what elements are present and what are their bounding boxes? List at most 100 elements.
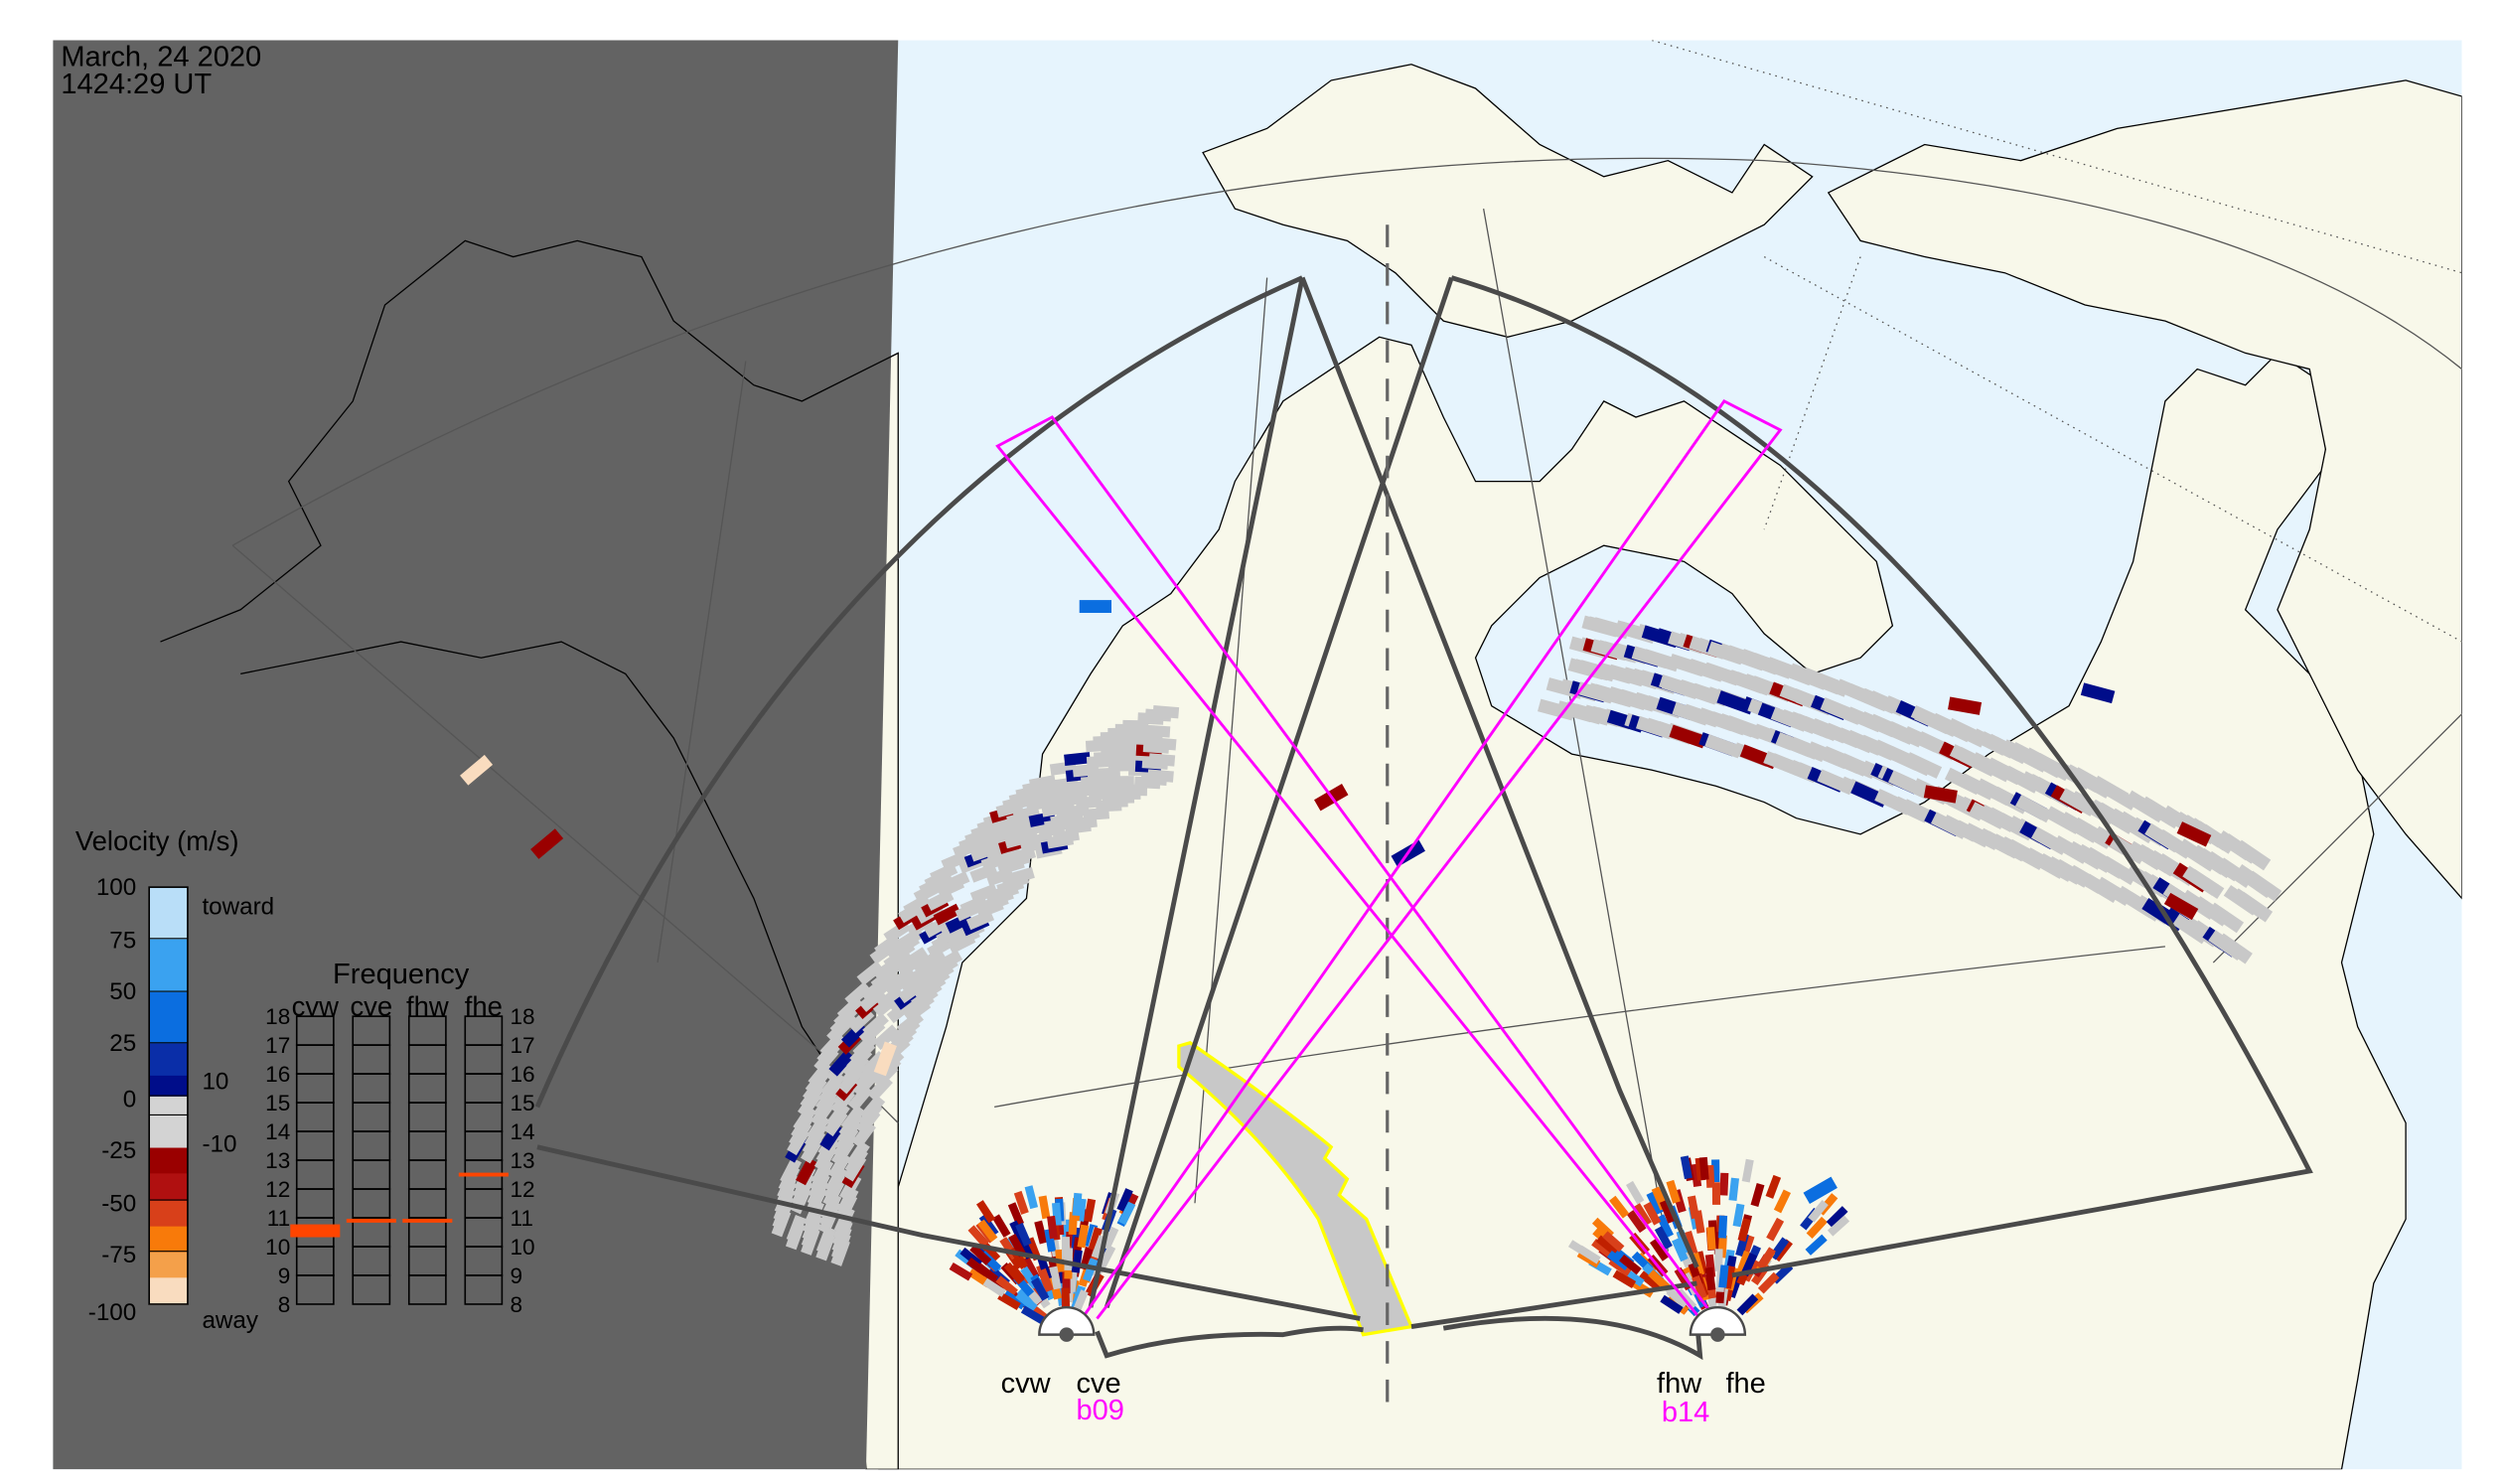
scatter-cell <box>460 754 494 786</box>
scatter-cell <box>1015 1222 1032 1247</box>
label-fhe: fhe <box>1725 1368 1765 1400</box>
scatter-cell <box>901 947 929 970</box>
scatter-cell <box>1643 1201 1662 1226</box>
scatter-cell <box>1719 1172 1729 1196</box>
velocity-tick-label: 100 <box>96 874 136 901</box>
scatter-cell <box>859 1095 886 1122</box>
scatter-cell <box>969 883 998 904</box>
land-arctic-islands <box>1202 64 1814 338</box>
scatter-cell <box>1650 1238 1670 1261</box>
colorbar-segment <box>149 1042 188 1076</box>
frequency-scale-left: 12 <box>265 1177 290 1202</box>
negative-threshold-label: -10 <box>202 1131 236 1158</box>
scatter-cell <box>1606 1251 1630 1271</box>
velocity-tick-label: 75 <box>109 927 136 954</box>
frequency-scale-left: 16 <box>265 1062 290 1087</box>
velocity-tick-label: 50 <box>109 978 136 1005</box>
frequency-scale-right: 14 <box>510 1119 534 1144</box>
colorbar-segment <box>149 1225 188 1253</box>
scatter-cell <box>949 1261 973 1281</box>
scatter-cell <box>1669 724 1707 749</box>
latitude-lines <box>1652 40 2462 643</box>
scatter-cell <box>1612 1269 1637 1288</box>
fan-outlines <box>534 275 2313 1361</box>
positive-threshold-label: 10 <box>202 1069 228 1096</box>
frequency-marker <box>346 1218 396 1223</box>
frequency-scale-right: 16 <box>510 1062 534 1087</box>
scatter-cell <box>1923 785 1958 804</box>
scatter-cell <box>2216 933 2253 965</box>
scatter-cell <box>1102 1226 1119 1251</box>
scatter-cell <box>935 950 963 972</box>
scatter-cell <box>815 1226 836 1255</box>
land-greenland <box>1827 79 2462 900</box>
alaska-coast-night <box>160 239 899 1123</box>
frequency-scale-right: 15 <box>510 1091 534 1115</box>
frequency-title: Frequency <box>333 959 470 990</box>
scatter-cell <box>1948 696 1983 715</box>
away-label: away <box>202 1307 258 1334</box>
toward-label: toward <box>202 894 274 921</box>
scatter-cell <box>1766 1217 1785 1242</box>
scatter-cell <box>1003 1261 1025 1285</box>
frequency-scale-left: 17 <box>265 1033 290 1058</box>
scatter-cell <box>1737 1218 1751 1243</box>
site-cv <box>1038 1305 1096 1342</box>
scatter-cell <box>862 1012 889 1039</box>
scatter-cell <box>1626 1210 1647 1234</box>
velocity-colorbar <box>148 886 189 1305</box>
scatter-cell <box>1728 1177 1739 1201</box>
scatter-cell <box>840 1105 866 1132</box>
scatter-cell <box>1007 1202 1025 1227</box>
scatter-cell <box>1061 1287 1071 1311</box>
colorbar-segment <box>149 1075 188 1097</box>
scatter-cell <box>1684 1230 1698 1255</box>
site-cv-marker-icon <box>1059 1327 1075 1342</box>
scatter-cell <box>1646 1191 1664 1216</box>
scatter-cell <box>995 1275 1018 1296</box>
scatter-cell <box>1827 1215 1850 1237</box>
colorbar-segment <box>149 1200 188 1227</box>
frequency-cell <box>407 1274 447 1305</box>
scatter-cell <box>2163 892 2199 921</box>
scatter-cell <box>1147 769 1174 783</box>
scatter-cell <box>1077 1224 1090 1249</box>
scatter-cell <box>942 871 970 893</box>
frequency-cell <box>295 1274 335 1305</box>
label-cvw: cvw <box>1001 1368 1052 1400</box>
scatter-cell <box>1072 1192 1083 1217</box>
scatter-cell <box>1648 1269 1671 1291</box>
scatter-cell <box>1577 1245 1601 1264</box>
scatter-cell <box>1765 1174 1782 1199</box>
velocity-legend-title: Velocity (m/s) <box>75 825 239 856</box>
label-b14: b14 <box>1662 1397 1709 1428</box>
scatter-cell <box>873 1024 900 1051</box>
scatter-cell <box>975 1200 996 1224</box>
scatter-cell <box>933 903 961 926</box>
scatter-cell <box>1656 1214 1675 1239</box>
frequency-marker <box>290 1224 341 1238</box>
colorbar-segment <box>149 1172 188 1201</box>
colorbar-segment <box>149 887 188 940</box>
frequency-scale-left: 10 <box>265 1235 290 1260</box>
scatter-cell <box>1750 1183 1765 1207</box>
scatter-cell <box>1633 1203 1652 1227</box>
scatter-cell <box>1740 1253 1758 1277</box>
scatter-cell <box>1591 1238 1615 1259</box>
scatter-cell <box>1037 1256 1053 1280</box>
colorbar-segment <box>149 991 188 1044</box>
scatter-cell <box>780 1157 803 1186</box>
velocity-tick-label: -75 <box>101 1242 136 1268</box>
colorbar-segment <box>149 1276 188 1305</box>
scatter-cell <box>969 1244 992 1265</box>
scatter-cell <box>1756 1247 1776 1270</box>
scatter-cell <box>1666 1179 1681 1204</box>
scatter-cell <box>1064 752 1091 767</box>
velocity-tick-label: 0 <box>123 1086 136 1113</box>
beam-b14 <box>995 415 1714 1320</box>
scatter-cell <box>1619 1254 1642 1275</box>
scatter-cell <box>786 1214 807 1244</box>
